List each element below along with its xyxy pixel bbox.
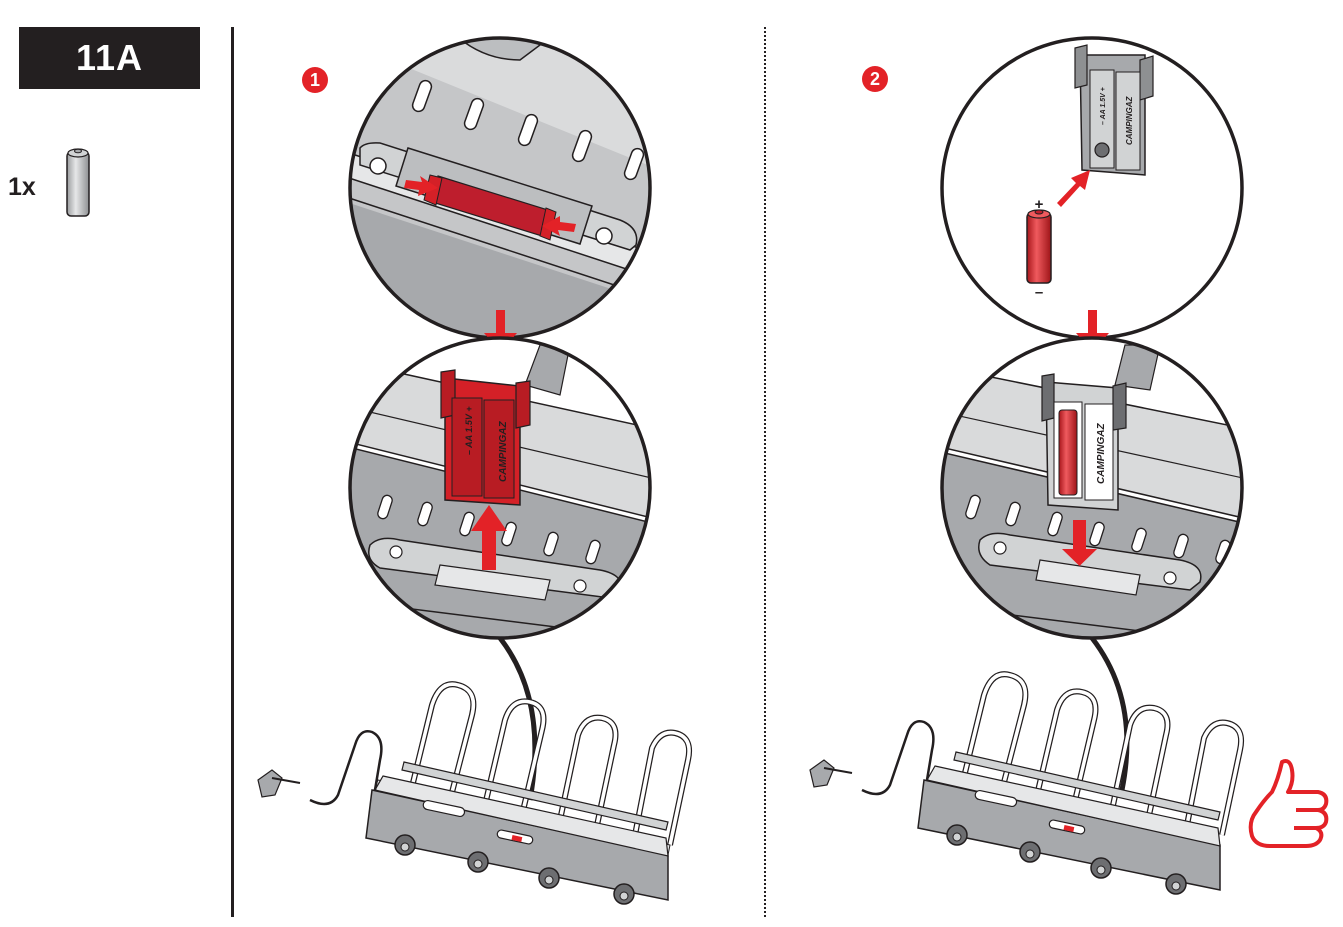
- battery-minus-sign: –: [1035, 284, 1043, 301]
- burner-assembly-illustration: [257, 681, 693, 905]
- battery-red-icon: [1026, 209, 1052, 284]
- battery-holder-red: – AA 1.5V + CAMPINGAZ: [440, 369, 531, 506]
- parts-quantity: 1x: [8, 173, 36, 201]
- press-arrow-left: [404, 176, 438, 196]
- step-badge-2: 2: [862, 66, 888, 92]
- holder-brand-label: CAMPINGAZ: [498, 421, 509, 482]
- holder-polarity-label: – AA 1.5V +: [464, 406, 474, 455]
- battery-plus-sign: +: [1035, 196, 1044, 213]
- battery-holder-grey: – AA 1.5V + CAMPINGAZ: [1074, 44, 1154, 176]
- section-divider-solid: [231, 27, 234, 917]
- holder-brand-label: CAMPINGAZ: [1125, 95, 1134, 145]
- leader-line: [1090, 636, 1130, 791]
- battery-icon: [66, 148, 90, 217]
- thumbs-up-icon: [1248, 759, 1329, 848]
- section-divider-dotted: [764, 27, 766, 917]
- holder-brand-label: CAMPINGAZ: [1096, 423, 1107, 484]
- step1-detail-remove-holder: [350, 38, 650, 338]
- step-number-box: 11A: [19, 27, 200, 89]
- burner-assembly-illustration: [809, 671, 1245, 895]
- arrow-up-pull-holder: [471, 505, 507, 570]
- press-arrow-right: [542, 216, 576, 236]
- battery-holder-grey-installed: CAMPINGAZ: [1041, 373, 1127, 511]
- step-badge-1: 1: [302, 67, 328, 93]
- arrow-down-push-holder: [1062, 520, 1097, 566]
- arrow-insert-battery: [1057, 170, 1090, 207]
- holder-polarity-label: – AA 1.5V +: [1100, 87, 1107, 125]
